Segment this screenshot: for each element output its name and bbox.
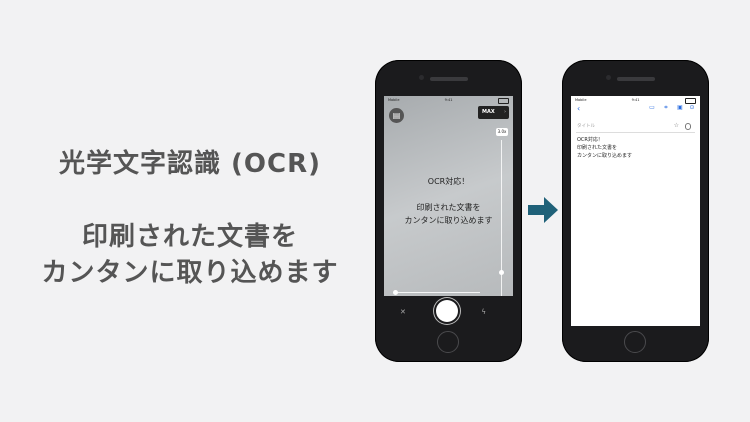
zoom-slider-thumb[interactable]: [499, 270, 504, 275]
body-line2[interactable]: 印刷された文書を: [577, 145, 618, 151]
battery-icon: [498, 98, 509, 104]
battery-icon: [685, 98, 696, 104]
exposure-slider-thumb[interactable]: [393, 290, 398, 295]
chevron-right-icon: ›: [503, 109, 506, 115]
speaker-grille: [617, 77, 655, 81]
max-label: MAX: [482, 109, 495, 115]
speaker-grille: [430, 77, 468, 81]
max-resolution-button[interactable]: MAX ›: [478, 106, 509, 119]
title-placeholder: タイトル: [577, 124, 595, 129]
circle-icon[interactable]: [684, 123, 691, 130]
title-field[interactable]: タイトル ☆: [576, 122, 695, 133]
phone-editor: Mobile 9:41 ‹ ▭ ⌗ ▣ ⊙ タイトル ☆ OCR対応！ 印刷され…: [562, 60, 709, 362]
chevron-left-icon[interactable]: ‹: [577, 104, 581, 113]
comment-icon[interactable]: ▭: [649, 104, 655, 111]
shutter-button[interactable]: [436, 300, 458, 322]
zoom-max-badge[interactable]: 3.0x: [496, 128, 508, 136]
status-time: 9:41: [444, 98, 453, 102]
arrow-right-icon: [544, 197, 558, 223]
home-button[interactable]: [437, 331, 459, 353]
camera-screen: Mobile 9:41 ▤ MAX › 3.0x 1.0x OCR対応！ 印刷さ…: [384, 96, 513, 326]
star-icon[interactable]: ☆: [673, 122, 679, 129]
flash-icon[interactable]: ϟ: [481, 308, 486, 316]
status-bar: Mobile 9:41: [384, 96, 513, 104]
status-carrier: Mobile: [575, 98, 587, 102]
ocr-preview-line1: OCR対応！: [427, 177, 470, 186]
close-icon[interactable]: ✕: [400, 308, 406, 316]
zoom-slider-track[interactable]: [501, 140, 502, 308]
front-camera-icon: [419, 75, 424, 80]
more-icon[interactable]: ⊙: [689, 104, 695, 111]
exposure-slider-track[interactable]: [395, 292, 480, 293]
editor-screen: Mobile 9:41 ‹ ▭ ⌗ ▣ ⊙ タイトル ☆ OCR対応！ 印刷され…: [571, 96, 700, 326]
body-line3[interactable]: カンタンに取り込めます: [577, 153, 633, 159]
status-carrier: Mobile: [388, 98, 400, 102]
headline-line3: カンタンに取り込めます: [41, 258, 339, 288]
status-time: 9:41: [631, 98, 640, 102]
document-icon[interactable]: ▤: [389, 108, 404, 123]
headline-line2: 印刷された文書を: [81, 222, 298, 252]
scan-icon[interactable]: ⌗: [664, 104, 668, 111]
home-button[interactable]: [624, 331, 646, 353]
camera-icon[interactable]: ▣: [677, 104, 683, 111]
status-bar: Mobile 9:41: [571, 96, 700, 104]
front-camera-icon: [606, 75, 611, 80]
camera-controls: ✕ ϟ: [384, 296, 513, 326]
phone-camera: Mobile 9:41 ▤ MAX › 3.0x 1.0x OCR対応！ 印刷さ…: [375, 60, 522, 362]
headline-line1: 光学文字認識 (OCR): [58, 149, 322, 179]
body-line1[interactable]: OCR対応！: [577, 137, 603, 143]
editor-toolbar: ‹ ▭ ⌗ ▣ ⊙: [571, 104, 700, 116]
ocr-preview-line2: 印刷された文書を: [416, 203, 481, 212]
ocr-preview-line3: カンタンに取り込めます: [404, 216, 493, 225]
arrow-icon-body: [528, 205, 546, 215]
